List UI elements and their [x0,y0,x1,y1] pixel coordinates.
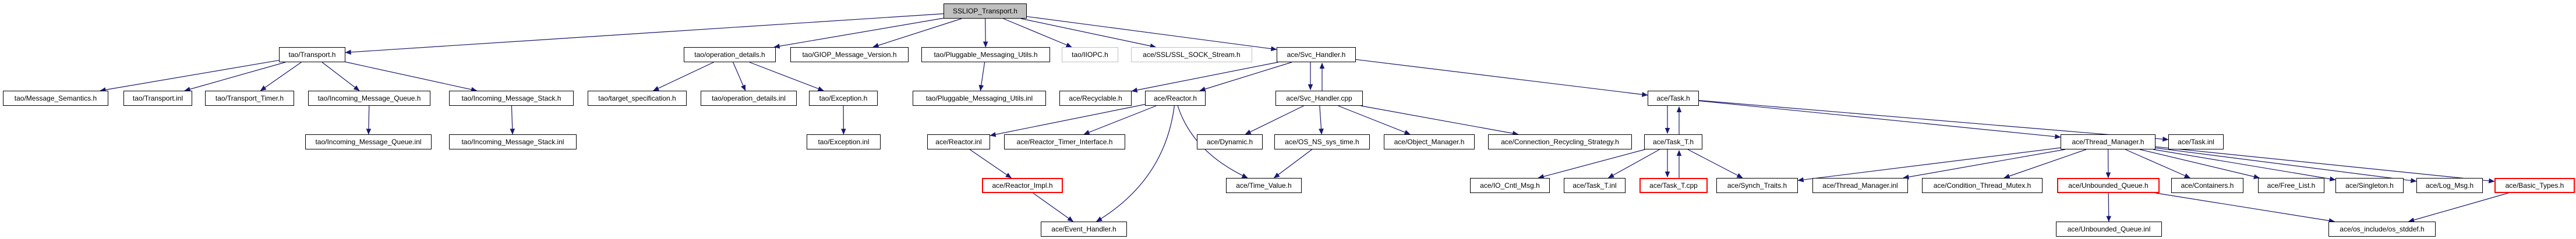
include-edge-reactor_impl-to-event_handler [1033,192,1074,222]
node-tao-operation-details-inl[interactable]: tao/operation_details.inl [701,91,797,106]
node-ace-os-include-os-stddef-h[interactable]: ace/os_include/os_stddef.h [2328,222,2436,237]
node-ace-condition-thread-mutex-h[interactable]: ace/Condition_Thread_Mutex.h [1922,178,2043,193]
node-tao-incoming-message-queue-inl[interactable]: tao/Incoming_Message_Queue.inl [305,134,432,149]
node-ace-unbounded-queue-inl[interactable]: ace/Unbounded_Queue.inl [2056,222,2162,237]
include-edge-transport_h-to-imq_h [321,62,360,91]
include-edge-root-to-svc_h [1026,16,1277,52]
node-ace-reactor-impl-h[interactable]: ace/Reactor_Impl.h [982,178,1063,193]
include-edge-thread_mgr_h-to-containers [2125,149,2190,179]
node-tao-incoming-message-stack-inl[interactable]: tao/Incoming_Message_Stack.inl [449,134,577,149]
node-ssliop-transport-h: SSLIOP_Transport.h [944,3,1027,19]
node-tao-exception-h[interactable]: tao/Exception.h [809,91,878,106]
include-edge-svc_cpp-to-crs_h [1361,105,1519,136]
node-tao-transport-h[interactable]: tao/Transport.h [279,47,345,62]
node-ace-io-cntl-msg-h[interactable]: ace/IO_Cntl_Msg.h [1470,178,1550,193]
node-ace-task-t-inl[interactable]: ace/Task_T.inl [1564,178,1626,193]
node-ace-os-ns-sys-time-h[interactable]: ace/OS_NS_sys_time.h [1274,134,1370,149]
include-edge-thread_mgr_h-to-synch_traits [1797,147,2061,183]
include-edge-svc_h-to-recyclable [1131,62,1278,93]
node-ace-task-t-cpp[interactable]: ace/Task_T.cpp [1639,178,1708,193]
include-edge-reactor_h-to-reactor_inl [990,104,1146,137]
node-ace-reactor-inl[interactable]: ace/Reactor.inl [927,134,990,149]
include-edge-transport_h-to-ims_h [345,61,478,92]
node-ace-log-msg-h[interactable]: ace/Log_Msg.h [2416,178,2483,193]
include-edge-thread_mgr_h-to-singleton [2153,149,2336,181]
node-ace-connection-recycling-strategy-h[interactable]: ace/Connection_Recycling_Strategy.h [1488,134,1632,149]
node-tao-target-specification-h[interactable]: tao/target_specification.h [588,91,687,106]
include-edge-transport_h-to-transport_inl [184,62,286,92]
include-edge-root-to-pmu_h [983,18,988,48]
include-edge-svc_cpp-to-dynamic_h [1245,105,1304,135]
node-ace-recyclable-h[interactable]: ace/Recyclable.h [1059,91,1132,106]
node-ace-event-handler-h[interactable]: ace/Event_Handler.h [1041,222,1127,237]
include-edge-svc_h-to-reactor_h [1199,62,1292,92]
node-ace-reactor-h[interactable]: ace/Reactor.h [1145,91,1206,106]
include-edge-basic_types-to-os_stddef [2408,192,2508,223]
node-ace-basic-types-h[interactable]: ace/Basic_Types.h [2494,178,2575,193]
node-tao-exception-inl[interactable]: tao/Exception.inl [807,134,881,149]
node-ace-svc-handler-cpp[interactable]: ace/Svc_Handler.cpp [1275,91,1363,106]
node-ace-synch-traits-h[interactable]: ace/Synch_Traits.h [1716,178,1798,193]
node-ace-free-list-h[interactable]: ace/Free_List.h [2258,178,2324,193]
include-edge-ims_h-to-ims_inl [510,105,515,135]
node-ace-time-value-h[interactable]: ace/Time_Value.h [1226,178,1302,193]
node-tao-operation-details-h[interactable]: tao/operation_details.h [684,47,776,62]
node-tao-giop-message-version-h[interactable]: tao/GIOP_Message_Version.h [790,47,909,62]
include-edge-thread_mgr_h-to-basic_types [2155,146,2495,184]
include-edge-unb_queue_h-to-os_stddef [2155,192,2335,223]
node-ace-ssl-ssl-sock-stream-h: ace/SSL/SSL_SOCK_Stream.h [1131,47,1252,62]
include-edge-task_h-to-task_inl [1698,100,2169,142]
include-edge-root-to-iiopc_h [1003,18,1072,48]
include-edge-pmu_h-to-pmu_inl [978,62,985,91]
include-edge-reactor_inl-to-reactor_impl [969,149,1012,179]
node-ace-task-h[interactable]: ace/Task.h [1648,91,1699,106]
node-tao-pluggable-messaging-utils-h[interactable]: tao/Pluggable_Messaging_Utils.h [921,47,1050,62]
node-tao-iiopc-h: tao/IIOPC.h [1062,47,1118,62]
include-edge-transport_h-to-transport_timer [260,62,302,91]
node-tao-incoming-message-stack-h[interactable]: tao/Incoming_Message_Stack.h [449,91,574,106]
include-edge-thread_mgr_h-to-ctm_h [2003,149,2087,179]
include-edge-thread_mgr_h-to-free_list [2139,149,2260,179]
include-edge-op_details_h-to-target_spec [653,62,714,91]
node-ace-containers-h[interactable]: ace/Containers.h [2171,178,2243,193]
node-ace-thread-manager-inl[interactable]: ace/Thread_Manager.inl [1812,178,1908,193]
include-edge-task_t_h-to-synch_traits [1687,149,1743,179]
node-ace-thread-manager-h[interactable]: ace/Thread_Manager.h [2061,134,2155,149]
include-edge-transport_h-to-msg_sem [100,60,280,92]
include-edge-svc_h-to-task_h [1355,59,1648,97]
node-tao-transport-timer-h[interactable]: tao/Transport_Timer.h [205,91,294,106]
include-edge-reactor_h-to-event_handler [1096,105,1175,222]
include-edge-root-to-giop_mv_h [872,18,962,48]
include-edge-thread_mgr_h-to-log_msg [2155,147,2417,183]
include-edge-root-to-ssl_sock [1020,18,1157,49]
include-edge-op_details_h-to-exception_h [749,62,824,91]
node-ace-object-manager-h[interactable]: ace/Object_Manager.h [1384,134,1475,149]
node-ace-singleton-h[interactable]: ace/Singleton.h [2335,178,2404,193]
node-ace-task-t-h[interactable]: ace/Task_T.h [1644,134,1702,149]
include-edge-op_details_h-to-op_details_inl [733,62,746,91]
node-tao-pluggable-messaging-utils-inl[interactable]: tao/Pluggable_Messaging_Utils.inl [913,91,1046,106]
node-tao-incoming-message-queue-h[interactable]: tao/Incoming_Message_Queue.h [308,91,430,106]
include-edge-root-to-op_details_h [773,17,944,49]
node-tao-message-semantics-h[interactable]: tao/Message_Semantics.h [3,91,108,106]
include-edge-task_h-to-thread_mgr_h [1698,100,2061,140]
node-ace-reactor-timer-interface-h[interactable]: ace/Reactor_Timer_Interface.h [1004,134,1125,149]
node-ace-svc-handler-h[interactable]: ace/Svc_Handler.h [1277,47,1356,62]
include-edge-thread_mgr_h-to-thread_mgr_inl [1903,149,2065,180]
node-tao-transport-inl[interactable]: tao/Transport.inl [123,91,192,106]
include-edge-svc_cpp-to-obj_mgr [1338,105,1411,135]
include-edge-unb_queue_h-to-unb_queue_inl [2106,192,2112,222]
include-edge-reactor_h-to-rti_h [1083,105,1157,135]
include-edge-task_t_h-to-io_cntl [1538,149,1645,179]
node-ace-unbounded-queue-h[interactable]: ace/Unbounded_Queue.h [2057,178,2160,193]
include-edge-os_ns_time-to-time_value [1273,149,1313,179]
include-edge-task_t_h-to-task_t_inl [1607,149,1660,179]
node-ace-dynamic-h[interactable]: ace/Dynamic.h [1197,134,1263,149]
include-edge-root-to-transport_h [345,13,944,55]
include-edge-svc_cpp-to-os_ns_time [1319,105,1324,135]
node-ace-task-inl[interactable]: ace/Task.inl [2168,134,2224,149]
